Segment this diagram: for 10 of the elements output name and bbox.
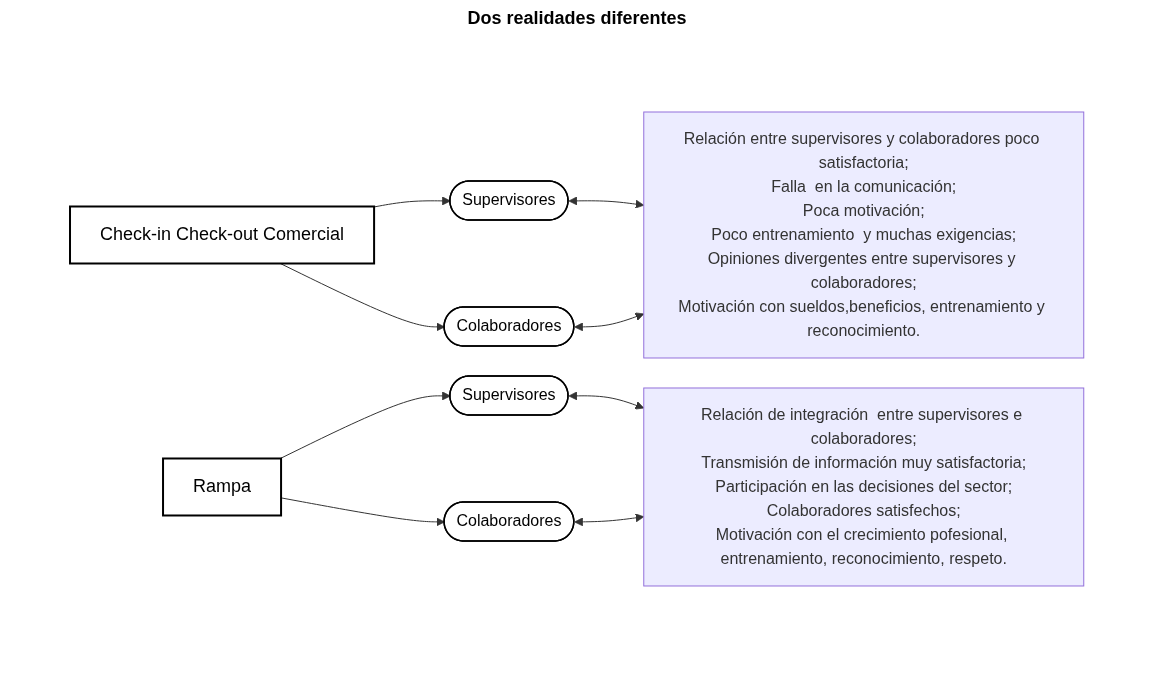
node-box: Check-in Check-out Comercial [69,205,376,265]
node-box: Rampa [162,457,283,517]
arrow [574,312,645,332]
diagram-heading: Dos realidades diferentes [467,8,687,29]
arrow [568,391,645,410]
node-box: Relación de integración entre supervisores e colaboradores; Transmisión de información muy satisfactoria; Participación en las decisiones del sector; Colaboradores satisfechos; Motivación con el crecimiento pofesional, entrenamiento, reconocimiento, respeto. [643,387,1085,587]
arrow [574,513,645,527]
arrow [279,391,451,459]
arrow [568,196,645,209]
node-box: Relación entre supervisores y colaboradores poco satisfactoria; Falla en la comunicación; Poca motivación; Poco entrenamiento y muchas exigencias; Opiniones divergentes entre supervisores y colaboradores; Motivación con sueldos,beneficios, entrenamiento y reconocimiento. [643,111,1085,359]
